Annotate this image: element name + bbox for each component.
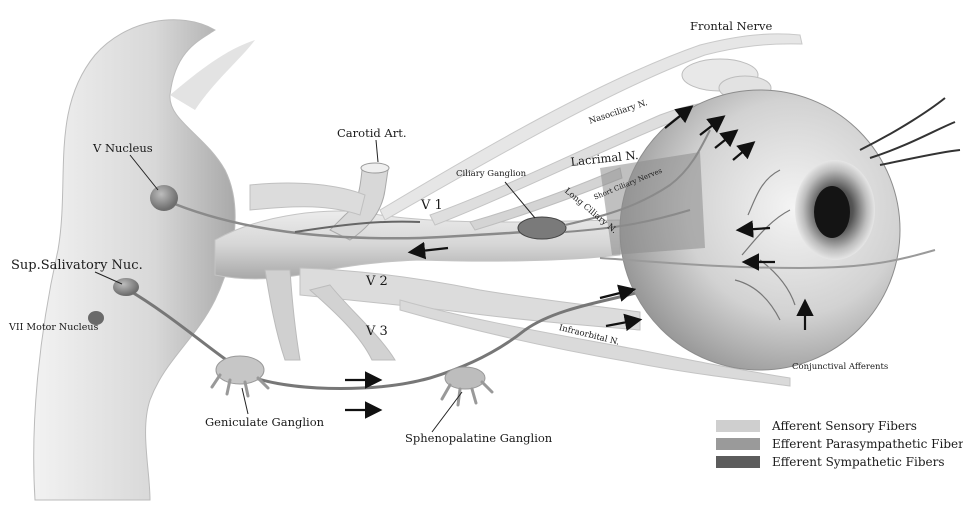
label-conjunctival: Conjunctival Afferents (792, 363, 888, 372)
label-carotid: Carotid Art. (337, 128, 406, 140)
legend-label: Efferent Parasympathetic Fibers (772, 437, 963, 451)
legend-label: Afferent Sensory Fibers (772, 419, 917, 433)
label-vii-motor: VII Motor Nucleus (9, 323, 98, 333)
sup-salivatory-shape (113, 278, 139, 296)
label-v1: V 1 (421, 199, 443, 212)
ciliary-ganglion-shape (518, 217, 566, 239)
label-sup-salivatory: Sup.Salivatory Nuc. (11, 259, 143, 272)
legend-item-afferent: Afferent Sensory Fibers (716, 419, 917, 433)
label-v2: V 2 (366, 275, 388, 288)
geniculate-ganglion-shape (216, 356, 264, 384)
legend-swatch-parasympathetic (716, 438, 760, 450)
label-v-nucleus: V Nucleus (93, 143, 153, 155)
label-geniculate: Geniculate Ganglion (205, 417, 324, 429)
v-nucleus-shape (150, 185, 178, 211)
label-sphenopalatine: Sphenopalatine Ganglion (405, 433, 552, 445)
legend-label: Efferent Sympathetic Fibers (772, 455, 945, 469)
label-ciliary-ganglion: Ciliary Ganglion (456, 170, 526, 179)
legend-swatch-afferent (716, 420, 760, 432)
label-frontal-nerve: Frontal Nerve (690, 21, 772, 33)
legend-swatch-sympathetic (716, 456, 760, 468)
legend-item-parasympathetic: Efferent Parasympathetic Fibers (716, 437, 963, 451)
label-v3: V 3 (366, 325, 388, 338)
legend-item-sympathetic: Efferent Sympathetic Fibers (716, 455, 945, 469)
